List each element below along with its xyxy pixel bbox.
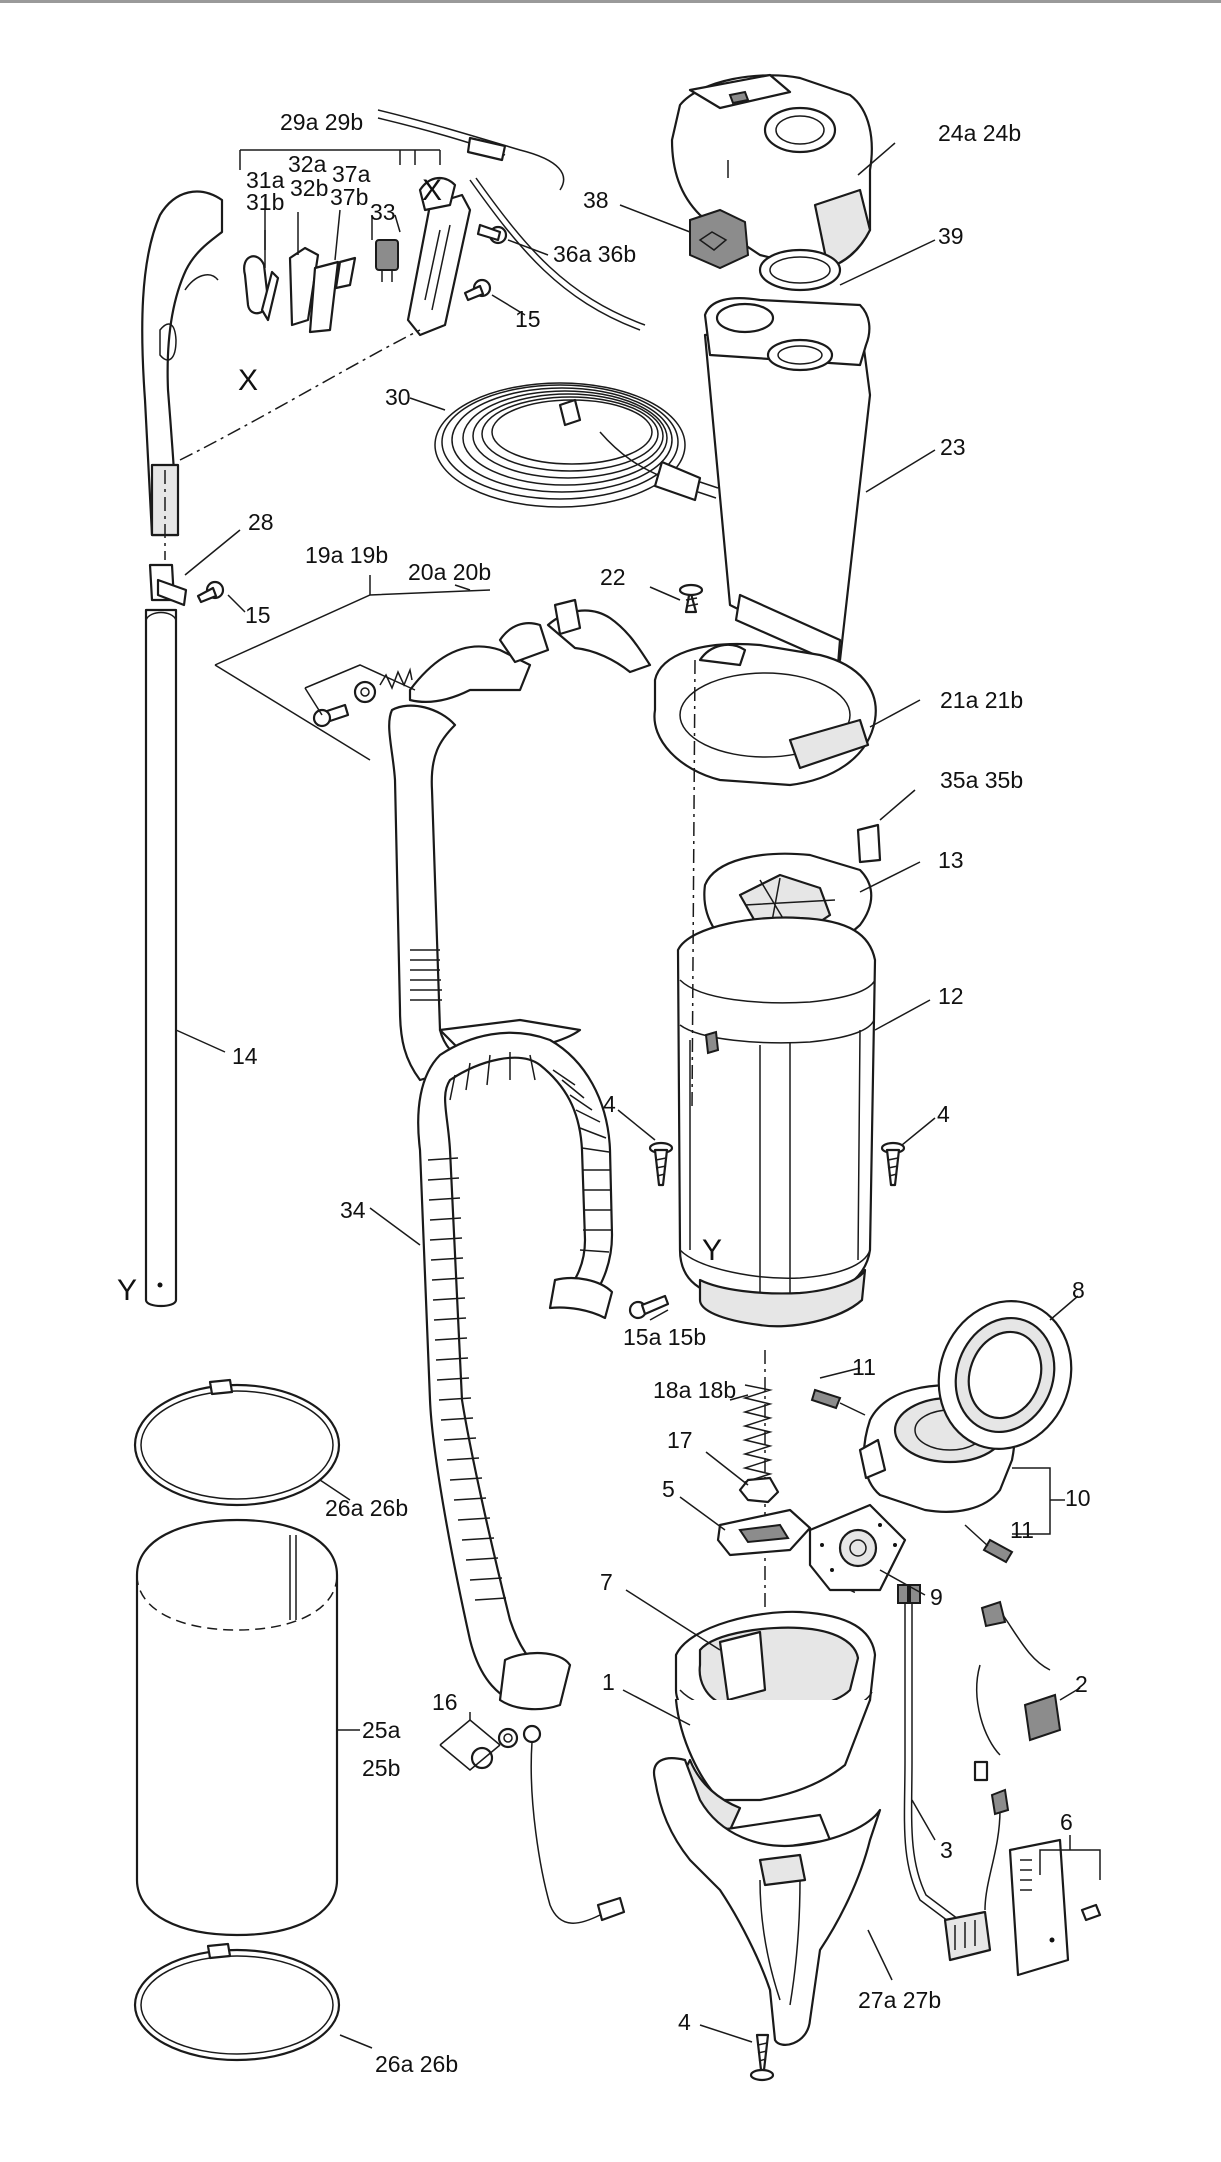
upper-ring-21 xyxy=(653,643,877,787)
filter-sleeve-25 xyxy=(135,1518,339,1937)
label-31a: 31a xyxy=(246,167,285,193)
label-37b: 37b xyxy=(330,184,368,210)
screw-15-top xyxy=(463,278,492,302)
screw-4-left xyxy=(648,1141,674,1187)
motor-connector-38 xyxy=(689,208,750,270)
label-19ab: 19a 19b xyxy=(305,542,388,568)
spring-18 xyxy=(742,1384,773,1483)
label-x-handle: X xyxy=(238,364,258,397)
label-31b: 31b xyxy=(246,189,284,215)
screw-15-mid xyxy=(196,580,225,604)
handle-clamp xyxy=(406,177,472,337)
handle-cord xyxy=(377,109,646,331)
label-2: 2 xyxy=(1075,1671,1088,1697)
filter-ring-39 xyxy=(758,248,842,292)
hose-handle-trigger xyxy=(408,598,652,704)
wiring-harness-3 xyxy=(897,1584,963,1931)
label-36ab: 36a 36b xyxy=(553,241,636,267)
screw-36 xyxy=(476,223,508,245)
label-33: 33 xyxy=(370,199,396,225)
wiring-harness-2 xyxy=(973,1600,1062,1911)
label-32b: 32b xyxy=(290,175,328,201)
lower-shell-27 xyxy=(652,1757,882,2046)
switch-board-9 xyxy=(808,1503,907,1592)
switch-plate-5 xyxy=(716,1508,812,1557)
screw-spring-19 xyxy=(312,667,413,728)
label-24ab: 24a 24b xyxy=(938,120,1021,146)
label-32a: 32a xyxy=(288,151,327,177)
screw-4-bottom xyxy=(749,2033,775,2082)
label-11-upper: 11 xyxy=(852,1354,876,1380)
filter-bag-housing xyxy=(703,297,872,667)
label-1: 1 xyxy=(602,1669,615,1695)
label-y-body: Y xyxy=(702,1234,722,1267)
ground-wire-16 xyxy=(470,1724,626,1924)
label-13: 13 xyxy=(938,847,964,873)
label-7: 7 xyxy=(600,1569,613,1595)
label-12: 12 xyxy=(938,983,964,1009)
label-38: 38 xyxy=(583,187,609,213)
label-22: 22 xyxy=(600,564,626,590)
label-16: 16 xyxy=(432,1689,458,1715)
label-x-top: X xyxy=(422,174,442,207)
band-26-upper xyxy=(133,1378,341,1507)
top-border-line xyxy=(0,0,1221,3)
screw-22 xyxy=(678,583,704,614)
label-34: 34 xyxy=(340,1197,366,1223)
label-10: 10 xyxy=(1065,1485,1091,1511)
canister-body-12 xyxy=(676,916,877,1328)
label-y-tube: Y xyxy=(117,1274,137,1307)
assembly-axis-center-top xyxy=(691,659,696,1111)
label-29ab: 29a 29b xyxy=(280,109,363,135)
label-26ab-lower: 26a 26b xyxy=(375,2051,458,2077)
label-27ab: 27a 27b xyxy=(858,1987,941,2013)
label-6: 6 xyxy=(1060,1809,1073,1835)
label-3: 3 xyxy=(940,1837,953,1863)
label-20ab: 20a 20b xyxy=(408,559,491,585)
assembly-axis-clamp xyxy=(179,329,421,461)
label-17: 17 xyxy=(667,1427,693,1453)
label-15ab: 15a 15b xyxy=(623,1324,706,1350)
label-35ab: 35a 35b xyxy=(940,767,1023,793)
filter-ring-8 xyxy=(937,1299,1073,1451)
label-14: 14 xyxy=(232,1043,258,1069)
label-25a: 25a xyxy=(362,1717,401,1743)
hose-handle-arm xyxy=(388,704,582,1082)
circuit-board-6 xyxy=(1008,1838,1102,1977)
handle-switch-parts xyxy=(243,239,399,334)
screw-15ab xyxy=(628,1294,670,1320)
label-39: 39 xyxy=(938,223,964,249)
power-cord-coil xyxy=(434,382,719,508)
leader-lines xyxy=(175,142,1101,2049)
flexible-hose xyxy=(417,1031,614,1711)
label-25b: 25b xyxy=(362,1755,400,1781)
label-28: 28 xyxy=(248,509,274,535)
label-8: 8 xyxy=(1072,1277,1085,1303)
label-30: 30 xyxy=(385,384,411,410)
label-11-lower: 11 xyxy=(1010,1517,1034,1543)
label-37a: 37a xyxy=(332,161,371,187)
label-4-left: 4 xyxy=(603,1091,616,1117)
handle-grip xyxy=(141,190,224,537)
label-5: 5 xyxy=(662,1476,675,1502)
wiring-connector-block xyxy=(943,1910,992,1962)
screw-4-right xyxy=(880,1141,906,1187)
label-18ab: 18a 18b xyxy=(653,1377,736,1403)
label-15-mid: 15 xyxy=(245,602,271,628)
label-4-bottom: 4 xyxy=(678,2009,691,2035)
label-15-top: 15 xyxy=(515,306,541,332)
carbon-brush-11-upper xyxy=(810,1388,866,1416)
carbon-brush-11-lower xyxy=(964,1524,1014,1564)
clip-35 xyxy=(856,823,882,864)
label-9: 9 xyxy=(930,1584,943,1610)
label-21ab: 21a 21b xyxy=(940,687,1023,713)
band-26-lower xyxy=(133,1942,341,2062)
label-26ab-upper: 26a 26b xyxy=(325,1495,408,1521)
label-23: 23 xyxy=(940,434,966,460)
wand-tube xyxy=(144,563,188,1308)
label-4-right: 4 xyxy=(937,1101,950,1127)
spacer-17 xyxy=(738,1476,780,1504)
